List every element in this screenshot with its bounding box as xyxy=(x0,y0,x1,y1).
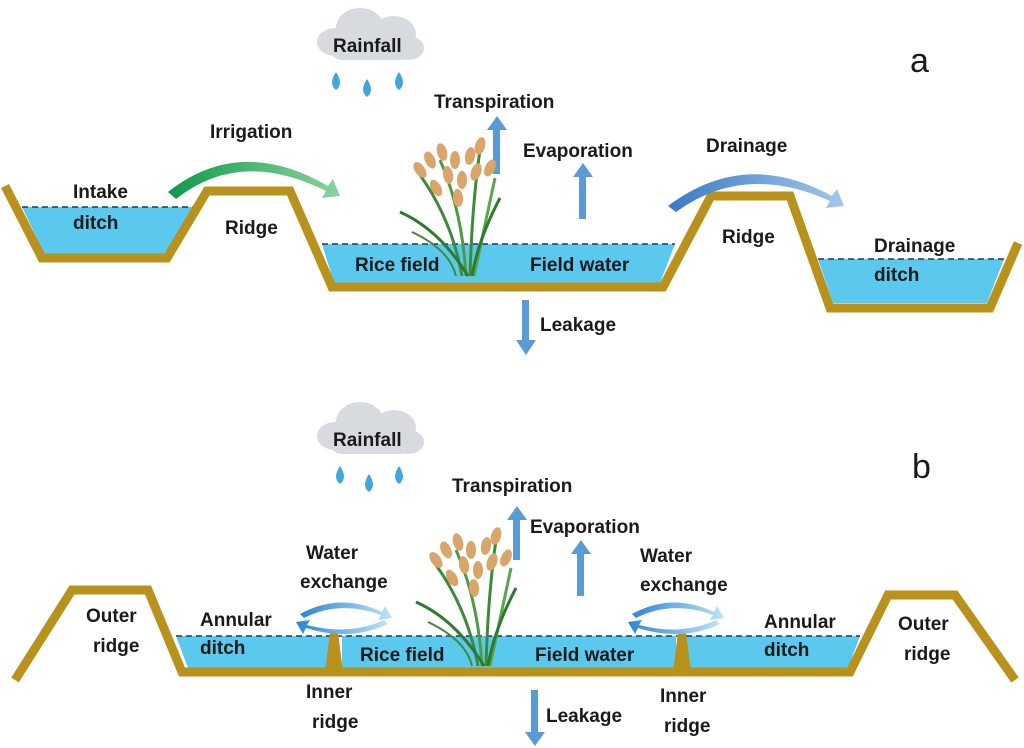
outer-ridge-left-line2: ridge xyxy=(93,636,139,657)
transpiration-arrow-b xyxy=(507,506,527,560)
rainfall-label-b: Rainfall xyxy=(333,430,402,451)
evaporation-label-b: Evaporation xyxy=(530,517,640,538)
evaporation-arrow-b xyxy=(571,540,591,596)
rice-plant-icon xyxy=(399,137,502,277)
drainage-arrow xyxy=(668,174,844,212)
panel-a: Rainfall a Transpiration Evaporation Irr… xyxy=(0,8,1023,355)
irrigation-label: Irrigation xyxy=(210,122,292,143)
rice-field-water-a xyxy=(322,244,675,283)
transpiration-arrow-a xyxy=(487,116,507,174)
water-exchange-right-line2: exchange xyxy=(640,575,728,596)
field-water-label-a: Field water xyxy=(530,255,630,276)
inner-ridge-left-line2: ridge xyxy=(312,712,358,733)
annular-ditch-right-line2: ditch xyxy=(764,640,809,661)
outer-ridge-right-line1: Outer xyxy=(898,614,949,635)
panel-letter-a: a xyxy=(910,42,929,80)
rice-plant-icon xyxy=(415,527,518,667)
drainage-label: Drainage xyxy=(706,136,787,157)
intake-ditch-water xyxy=(22,207,200,255)
leakage-arrow-a xyxy=(516,300,536,355)
outer-ridge-left-line1: Outer xyxy=(86,606,137,627)
field-water-label-b: Field water xyxy=(535,645,635,666)
rice-field-water-b xyxy=(342,636,676,668)
drainage-ditch-water xyxy=(818,259,1004,303)
rice-field-label-b: Rice field xyxy=(360,645,444,666)
irrigation-arrow xyxy=(168,161,340,199)
outer-ridge-right-line2: ridge xyxy=(904,644,950,665)
water-exchange-arrows-left xyxy=(296,602,392,635)
soil-profile-a xyxy=(0,183,1023,313)
inner-ridge-right-line1: Inner xyxy=(660,686,707,707)
inner-ridge-left-line1: Inner xyxy=(306,682,353,703)
annular-ditch-water-left xyxy=(176,636,330,668)
transpiration-label-a: Transpiration xyxy=(434,92,554,113)
leakage-label-a: Leakage xyxy=(540,315,616,336)
raindrops-icon xyxy=(332,72,403,97)
inner-ridge-left-shape xyxy=(325,632,343,672)
annular-ditch-left-line2: ditch xyxy=(200,638,245,659)
transpiration-label-b: Transpiration xyxy=(452,476,572,497)
intake-ditch-label-line1: Intake xyxy=(73,182,128,203)
annular-ditch-water-right xyxy=(686,636,860,668)
cloud-icon xyxy=(317,402,424,454)
inner-ridge-right-line2: ridge xyxy=(664,716,710,737)
water-exchange-left-line1: Water xyxy=(306,543,359,564)
ridge-label-right-a: Ridge xyxy=(722,227,775,248)
cloud-icon xyxy=(317,8,424,60)
leakage-arrow-b xyxy=(525,690,545,746)
rice-field-label-a: Rice field xyxy=(355,255,439,276)
inner-ridge-right-shape xyxy=(673,632,691,672)
rainfall-label-a: Rainfall xyxy=(333,36,402,57)
drainage-ditch-label-line1: Drainage xyxy=(874,236,955,257)
annular-ditch-right-line1: Annular xyxy=(764,612,836,633)
soil-profile-b xyxy=(11,585,1019,683)
leakage-label-b: Leakage xyxy=(546,706,622,727)
intake-ditch-label-line2: ditch xyxy=(73,213,118,234)
annular-ditch-left-line1: Annular xyxy=(200,610,272,631)
evaporation-arrow-a xyxy=(573,163,593,219)
raindrops-icon xyxy=(336,466,403,492)
panel-letter-b: b xyxy=(912,448,931,486)
drainage-ditch-label-line2: ditch xyxy=(874,265,919,286)
water-exchange-left-line2: exchange xyxy=(300,572,388,593)
panel-b: Rainfall b Transpiration Evaporation Wat… xyxy=(11,402,1019,746)
water-exchange-arrows-right xyxy=(628,602,724,635)
water-exchange-right-line1: Water xyxy=(640,546,693,567)
evaporation-label-a: Evaporation xyxy=(523,141,633,162)
ridge-label-left-a: Ridge xyxy=(225,218,278,239)
